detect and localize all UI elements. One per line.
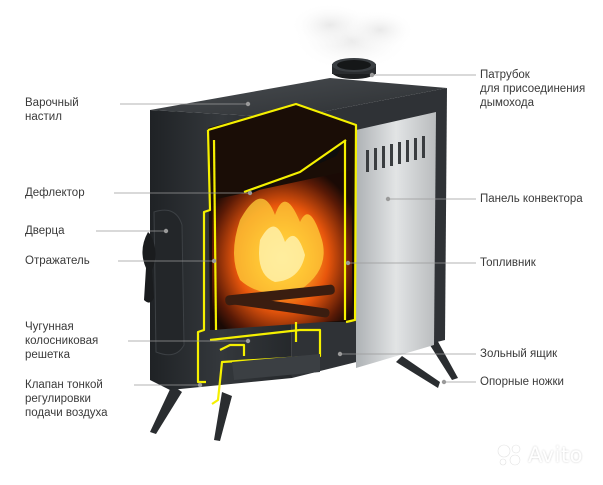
- smoke: [290, 3, 415, 72]
- label-chimney-pipe: Патрубок для присоединения дымохода: [480, 69, 586, 109]
- avito-dots-icon: [497, 444, 521, 466]
- label-ash-box: Зольный ящик: [480, 348, 558, 360]
- door: [142, 209, 185, 356]
- cutaway-outline: [196, 102, 358, 405]
- label-door: Дверца: [25, 225, 65, 237]
- chimney-pipe: [332, 58, 376, 79]
- firebox-cutaway: [208, 104, 356, 330]
- avito-watermark: Avito: [496, 440, 596, 470]
- convector-vents: [366, 136, 425, 172]
- label-convector-panel: Панель конвектора: [480, 193, 583, 205]
- ash-box: [232, 354, 320, 380]
- label-grate: Чугунная колосниковая решетка: [25, 321, 99, 361]
- cooking-surface: [150, 78, 447, 118]
- watermark-text: Avito: [528, 443, 583, 467]
- label-cooking-surface: Варочный настил: [25, 97, 79, 123]
- legs: [150, 338, 458, 441]
- label-deflector: Дефлектор: [25, 187, 85, 199]
- label-legs: Опорные ножки: [480, 376, 564, 388]
- label-air-valve: Клапан тонкой регулировки подачи воздуха: [25, 379, 108, 419]
- label-firebox: Топливник: [480, 257, 536, 269]
- convector-panel: [356, 112, 436, 368]
- leader-lines: [96, 72, 476, 388]
- label-reflector: Отражатель: [25, 255, 90, 267]
